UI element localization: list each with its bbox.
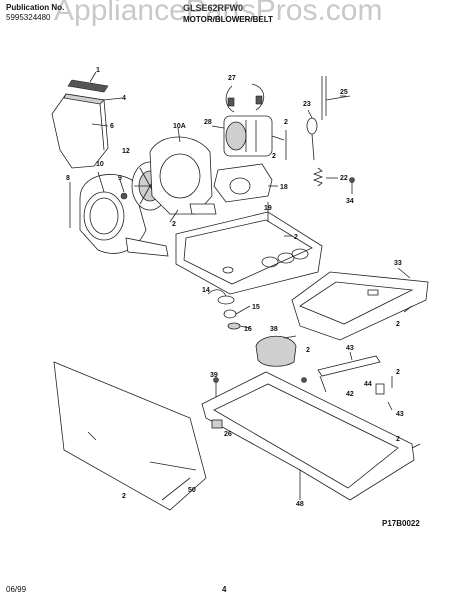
callout-2-h: 2 bbox=[122, 493, 126, 500]
callout-15: 15 bbox=[252, 304, 260, 311]
model-number: GLSE62RFW0 bbox=[183, 3, 244, 13]
part-screw bbox=[349, 177, 355, 194]
callout-1: 1 bbox=[96, 67, 100, 74]
callout-25: 25 bbox=[340, 89, 348, 96]
callout-50: 50 bbox=[188, 487, 196, 494]
part-blower-housing bbox=[69, 171, 169, 257]
callout-2-d: 2 bbox=[294, 234, 298, 241]
callout-2-b: 2 bbox=[284, 119, 288, 126]
callout-4: 4 bbox=[122, 95, 126, 102]
callout-9: 9 bbox=[118, 175, 122, 182]
part-clips bbox=[375, 376, 393, 411]
diagram-code: P17B0022 bbox=[382, 519, 420, 528]
part-motor-mount bbox=[213, 130, 287, 203]
part-lint-duct bbox=[291, 267, 429, 341]
callout-44: 44 bbox=[364, 381, 372, 388]
part-idler-arm bbox=[306, 76, 351, 161]
callout-14: 14 bbox=[202, 287, 210, 294]
part-duct-seal bbox=[255, 335, 297, 367]
callout-2-g: 2 bbox=[396, 369, 400, 376]
section-title: MOTOR/BLOWER/BELT bbox=[183, 15, 273, 24]
callout-38: 38 bbox=[270, 326, 278, 333]
callout-16: 16 bbox=[244, 326, 252, 333]
part-vent-strip bbox=[67, 71, 109, 93]
callout-2-f: 2 bbox=[306, 347, 310, 354]
callout-39: 39 bbox=[210, 372, 218, 379]
footer-page-number: 4 bbox=[222, 585, 227, 594]
callout-42: 42 bbox=[346, 391, 354, 398]
part-rear-panel bbox=[53, 361, 207, 511]
watermark: AppliancePartsPros.com bbox=[54, 0, 383, 27]
callout-33: 33 bbox=[394, 260, 402, 267]
callout-12: 12 bbox=[122, 148, 130, 155]
part-exhaust-duct bbox=[51, 93, 123, 169]
part-motor-wires bbox=[225, 83, 265, 113]
publication-number: 5995324480 bbox=[6, 13, 51, 22]
part-fan-housing bbox=[149, 127, 217, 223]
callout-2-c: 2 bbox=[272, 153, 276, 160]
callout-10a: 10A bbox=[173, 123, 186, 130]
callout-2-e: 2 bbox=[396, 321, 400, 328]
callout-18: 18 bbox=[280, 184, 288, 191]
callout-2-a: 2 bbox=[172, 221, 176, 228]
callout-34: 34 bbox=[346, 198, 354, 205]
callout-6: 6 bbox=[110, 123, 114, 130]
callout-23: 23 bbox=[303, 101, 311, 108]
part-base-plate bbox=[175, 202, 323, 295]
callout-28: 28 bbox=[204, 119, 212, 126]
part-idler-spring bbox=[312, 167, 338, 187]
callout-2-i: 2 bbox=[396, 436, 400, 443]
callout-26: 26 bbox=[224, 431, 232, 438]
publication-label: Publication No. bbox=[6, 3, 65, 12]
callout-43-a: 43 bbox=[346, 345, 354, 352]
callout-8: 8 bbox=[66, 175, 70, 182]
part-drive-motor bbox=[211, 115, 285, 157]
callout-27: 27 bbox=[228, 75, 236, 82]
part-bottom-chassis bbox=[201, 371, 421, 501]
callout-22: 22 bbox=[340, 175, 348, 182]
footer-date: 06/99 bbox=[6, 585, 27, 594]
part-rails bbox=[301, 351, 381, 393]
callout-48: 48 bbox=[296, 501, 304, 508]
part-pulley-assembly bbox=[207, 289, 251, 330]
callout-10: 10 bbox=[96, 161, 104, 168]
callout-19: 19 bbox=[264, 205, 272, 212]
callout-43-b: 43 bbox=[396, 411, 404, 418]
